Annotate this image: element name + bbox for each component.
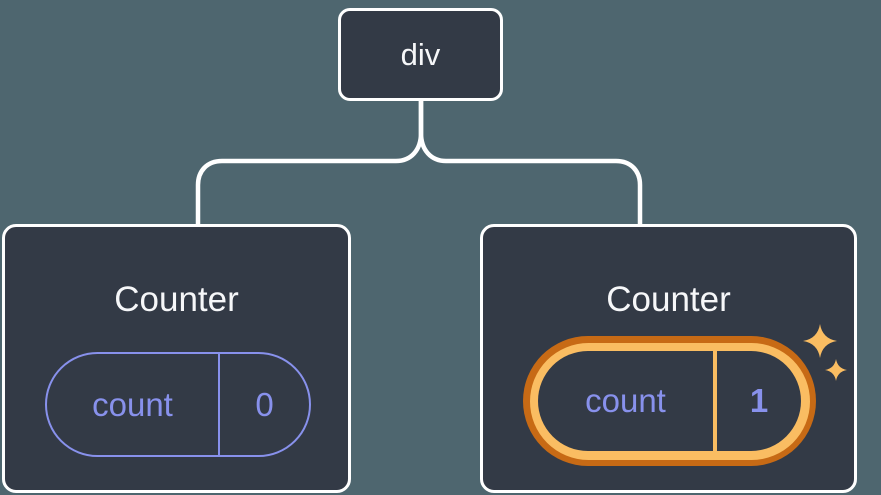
state-value-segment: 1 bbox=[717, 351, 801, 451]
state-pill-highlighted: count 1 bbox=[523, 336, 816, 466]
root-node-label: div bbox=[400, 36, 441, 72]
state-key-segment: count bbox=[47, 354, 220, 455]
root-node-div: div bbox=[338, 8, 503, 101]
state-key-label: count bbox=[585, 382, 666, 419]
connector-root-to-right bbox=[418, 101, 643, 226]
counter-card-left: Counter count 0 bbox=[2, 224, 351, 493]
state-pill-highlight-ring: count 1 bbox=[529, 342, 810, 460]
state-value-segment: 0 bbox=[220, 354, 309, 455]
counter-card-right: Counter count 1 bbox=[480, 224, 857, 493]
state-value: 1 bbox=[749, 382, 769, 419]
state-pill-inner: count 1 bbox=[538, 351, 801, 451]
state-pill: count 0 bbox=[45, 352, 311, 457]
state-key-label: count bbox=[92, 385, 173, 423]
sparkles-icon bbox=[803, 324, 847, 381]
state-key-segment: count bbox=[538, 351, 717, 451]
component-title: Counter bbox=[114, 280, 239, 319]
component-title: Counter bbox=[606, 280, 731, 319]
connector-root-to-left bbox=[195, 101, 424, 226]
state-value: 0 bbox=[255, 385, 274, 423]
